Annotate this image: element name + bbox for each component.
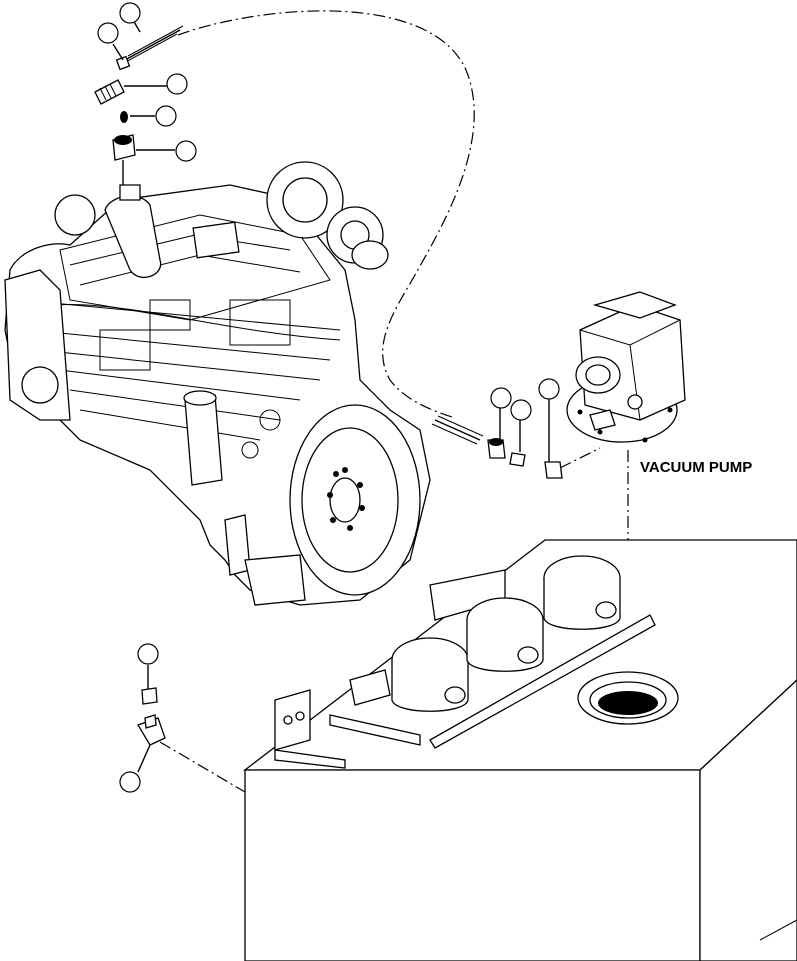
callout-6 (490, 387, 512, 409)
fittings-bottom-left (137, 665, 166, 773)
fittings-near-pump (431, 398, 563, 479)
callout-5 (175, 140, 197, 162)
callout-3 (166, 73, 188, 95)
callout-1 (97, 22, 119, 44)
filter-head-2 (466, 597, 544, 672)
callout-7 (510, 399, 532, 421)
callout-10 (119, 771, 141, 793)
callouts (97, 2, 560, 793)
callout-2 (119, 2, 141, 24)
callout-lines-top-left (112, 19, 175, 151)
callout-8 (538, 378, 560, 400)
callout-9 (137, 643, 159, 665)
fitting-to-tank-line (159, 741, 246, 793)
engine-assembly (4, 161, 431, 606)
vacuum-pump (566, 291, 686, 443)
fittings-stack-top (94, 25, 184, 185)
callout-4 (155, 105, 177, 127)
filter-head-3 (543, 555, 621, 630)
filter-head-1 (391, 637, 469, 712)
vacuum-pump-label: VACUUM PUMP (640, 459, 752, 476)
elbow-to-pump-line (559, 447, 601, 469)
hydraulic-tank (243, 539, 797, 961)
hose-route-engine-to-pump (177, 10, 475, 419)
